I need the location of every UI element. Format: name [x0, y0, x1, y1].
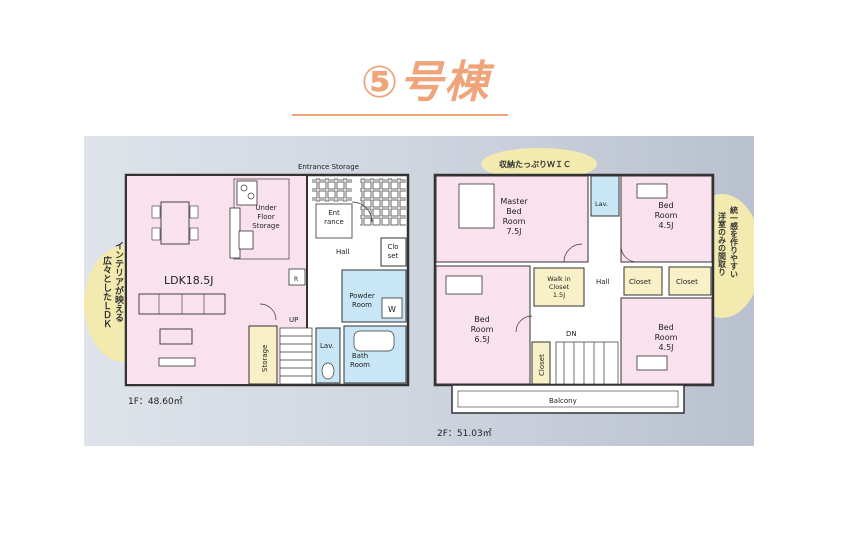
- wic-highlight: [481, 148, 597, 180]
- ldk-label: LDK18.5J: [164, 274, 214, 287]
- entrance-storage: [312, 178, 352, 202]
- entrance-area: [315, 203, 353, 239]
- fridge-icon: [288, 268, 306, 286]
- master-bed: [458, 183, 495, 229]
- callout-wic: 収納たっぷりＷＩＣ: [499, 159, 571, 169]
- closet-a-label: Closet: [629, 278, 651, 286]
- fridge-label: R: [294, 276, 298, 283]
- lav-label-1f: Lav.: [320, 342, 334, 350]
- washer-icon: [381, 297, 403, 319]
- title-underline: [292, 114, 508, 116]
- closet-c-label: Closet: [538, 354, 546, 376]
- callout-ldk-line2: 広々としたＬＤＫ: [101, 255, 112, 328]
- tv-stand: [158, 357, 196, 367]
- building-title: ⑤号棟: [360, 57, 490, 108]
- callout-ldk-line1: インテリアが映える: [113, 241, 124, 322]
- floor2-area: 2F：51.03㎡: [437, 428, 492, 439]
- entrance-tiles-right: [360, 178, 406, 226]
- floor1-area: 1F：48.60㎡: [128, 396, 183, 407]
- hall-label-1f: Hall: [336, 248, 349, 256]
- walk-in-closet: [533, 267, 585, 307]
- balcony: [451, 384, 685, 414]
- stairs-2f: [555, 341, 619, 385]
- lav-2f: [590, 175, 620, 217]
- coffee-table: [159, 328, 193, 345]
- stove: [236, 180, 258, 206]
- dining-table: [160, 201, 190, 245]
- kitchen-sink: [238, 230, 254, 250]
- dn-label: DN: [566, 330, 577, 338]
- closet-2f-a: [623, 266, 663, 296]
- hall-label-2f: Hall: [596, 278, 609, 286]
- closet-1f: [380, 237, 407, 267]
- washer-label: W: [388, 305, 396, 314]
- callout-bedroom-line1: 統一感を作りやすい: [730, 205, 739, 278]
- lav-label-2f: Lav.: [595, 200, 608, 208]
- storage-room: [248, 325, 278, 385]
- closet-2f-c: [531, 341, 551, 385]
- balcony-label: Balcony: [549, 397, 577, 405]
- closet-2f-b: [668, 266, 712, 296]
- bathtub: [353, 330, 395, 352]
- up-label: UP: [289, 316, 298, 324]
- kitchen-counter: [229, 207, 241, 259]
- entrance-storage-label: Entrance Storage: [298, 163, 359, 171]
- closet-b-label: Closet: [676, 278, 698, 286]
- storage-label: Storage: [261, 345, 269, 372]
- stairs-1f: [279, 327, 313, 385]
- callout-bedroom-line2: 洋室のみの間取り: [718, 211, 727, 276]
